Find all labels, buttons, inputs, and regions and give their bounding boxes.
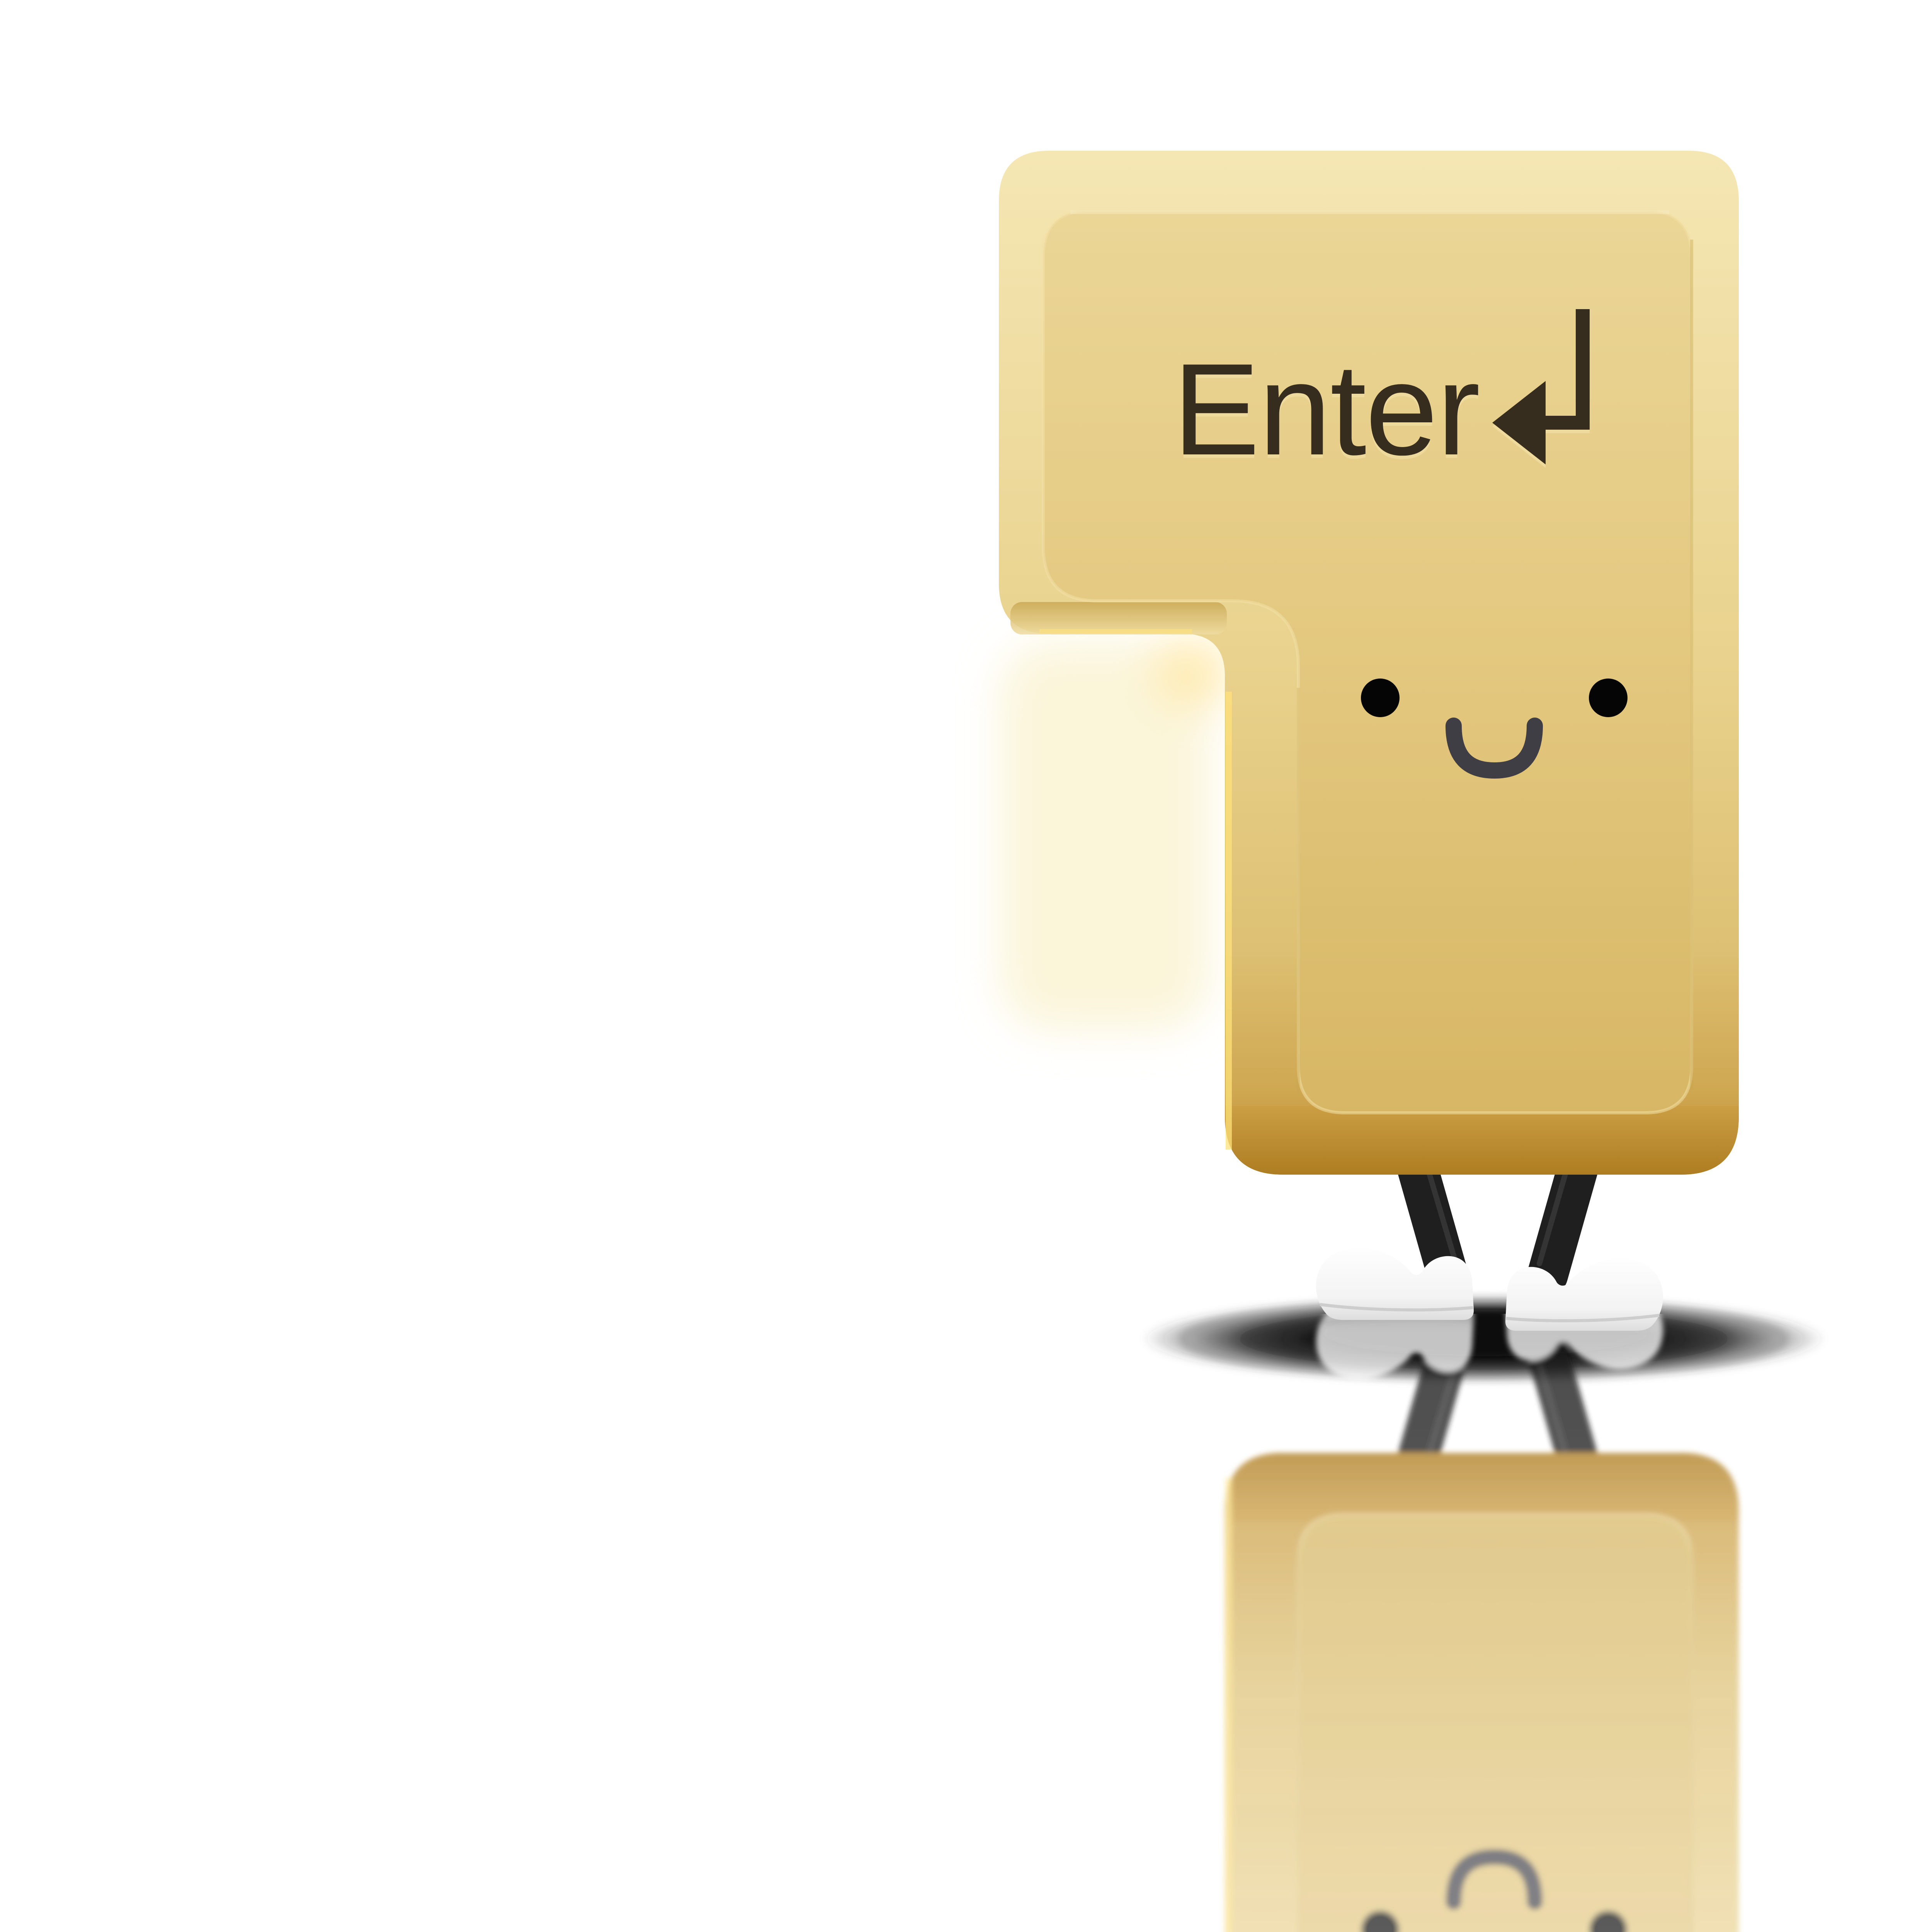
floor-shadow (1142, 1296, 1826, 1382)
wing-glow-shape (1001, 643, 1209, 1030)
wing-glow (1001, 639, 1229, 1030)
notch-glow-shape (1155, 639, 1229, 705)
